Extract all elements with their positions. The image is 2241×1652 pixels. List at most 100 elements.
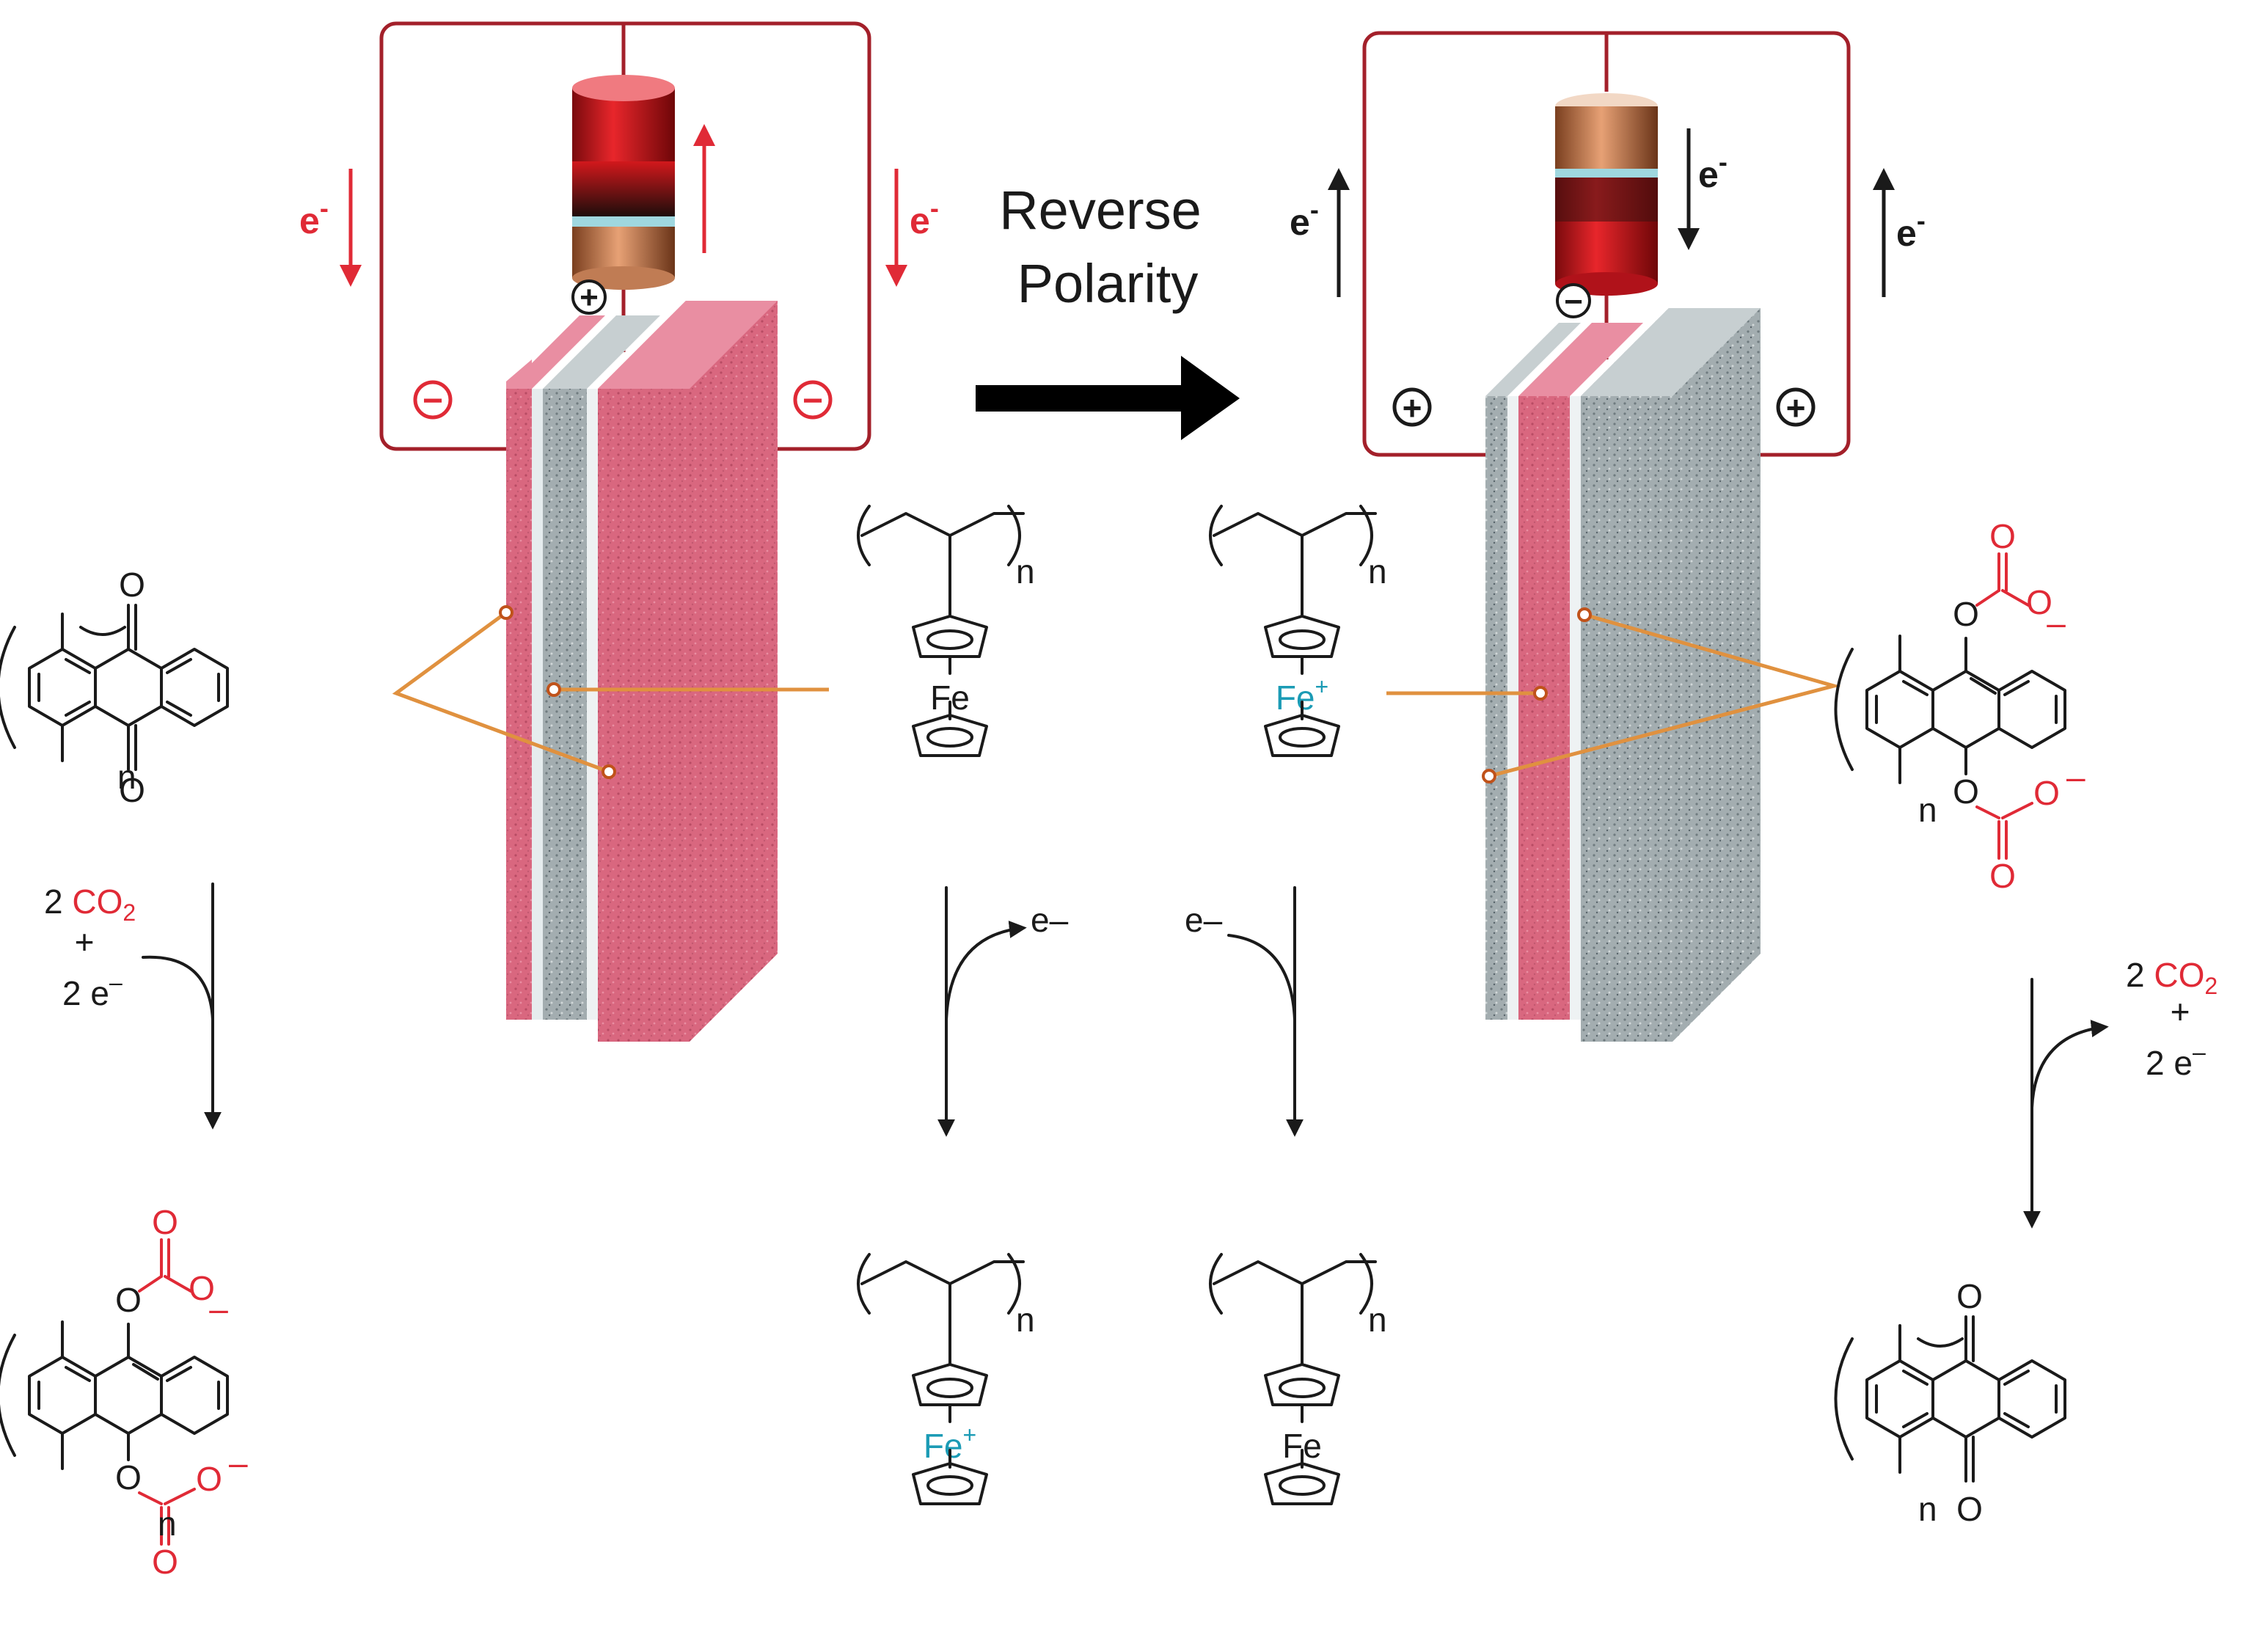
reverse-arrow-head (1181, 356, 1240, 440)
left-co2-sub: 2 (123, 899, 136, 926)
left-plus: + (75, 923, 95, 961)
right-co2-sub: 2 (2204, 973, 2218, 999)
svg-text:e-: e- (1896, 205, 1926, 254)
left-co2: CO (72, 882, 123, 921)
ferrocenium-bottom-left: Fe+ n (857, 1253, 1035, 1505)
right-electron-label-1: e (1290, 202, 1310, 243)
aq-br-n: n (1918, 1490, 1937, 1528)
left-circuit-symbols: − − e- e- (299, 124, 939, 420)
right-plus-sign-1: + (1403, 389, 1422, 427)
right-electron-label-2: e (1896, 213, 1917, 254)
fc-bl-n: n (1016, 1301, 1035, 1339)
left-electron-label-2: e (910, 200, 930, 241)
fc-tl-n: n (1016, 552, 1035, 591)
adduct-tr-n: n (1918, 791, 1937, 829)
svg-text:2 e–: 2 e– (2146, 1039, 2206, 1082)
ferrocene-top-left: Fe n (857, 505, 1035, 757)
right-electrode-stack (1485, 308, 1761, 1042)
left-e: e (90, 974, 109, 1012)
left-electron-sup-2: - (930, 193, 939, 223)
adduct-bl-o3-charge: – (209, 1290, 228, 1328)
fc-bl-fe: Fe (924, 1427, 963, 1465)
left-connectors (392, 605, 829, 779)
left-reduction-step: 2 CO2 + 2 e– (44, 882, 222, 1130)
anthraquinone-bottom-right: O O n (1834, 1277, 2066, 1528)
adduct-tr-o5: O (2033, 774, 2060, 812)
middle-right-step: e– (1185, 886, 1304, 1137)
right-co2: CO (2154, 956, 2204, 994)
reverse-arrow-shaft (976, 385, 1196, 412)
adduct-tr-o6: O (1989, 857, 2016, 895)
left-minus-sign-1: − (423, 381, 443, 420)
adduct-tr-o5-charge: – (2066, 758, 2085, 796)
fc-bl-fe-charge: + (963, 1422, 977, 1448)
left-electrode-stack (506, 301, 778, 1042)
adduct-tr-o1: O (1953, 595, 1979, 633)
right-plus: + (2171, 993, 2190, 1031)
right-electron-sup-1: - (1310, 194, 1319, 224)
title-line-1: Reverse (999, 180, 1202, 241)
reverse-polarity-title: Reverse Polarity (976, 180, 1240, 440)
adduct-tr-o3: O (2026, 583, 2052, 621)
left-electron-sup-1: - (320, 193, 329, 223)
aq-tl-n: n (117, 758, 136, 796)
anthraquinone-top-left: O O n (0, 566, 229, 809)
ferrocenium-top-right: Fe+ n (1209, 505, 1387, 757)
right-connectors (1386, 607, 1841, 783)
left-co2-coeff: 2 (44, 882, 63, 921)
right-battery: − (1555, 93, 1658, 320)
left-battery: + (571, 75, 675, 315)
left-e-coeff: 2 (62, 974, 81, 1012)
fc-tr-fe: Fe (1276, 679, 1315, 717)
aq-tl-o-bottom: O (119, 771, 145, 809)
svg-text:2 e–: 2 e– (62, 969, 123, 1012)
fc-tr-n: n (1368, 552, 1387, 591)
adduct-bl-n: n (158, 1505, 177, 1543)
svg-text:e-: e- (910, 193, 939, 241)
adduct-bl-o1: O (115, 1281, 142, 1319)
svg-text:e-: e- (1698, 147, 1728, 195)
adduct-bl-o2: O (152, 1203, 178, 1241)
right-battery-electron-label: e (1698, 154, 1719, 195)
svg-text:2 CO2: 2 CO2 (2126, 956, 2218, 999)
left-minus-sign-2: − (803, 381, 823, 420)
carbonate-adduct-bottom-left: O O O – O O – O n (0, 1203, 248, 1581)
right-e-coeff: 2 (2146, 1044, 2165, 1082)
adduct-bl-o5: O (196, 1460, 222, 1498)
right-e: e (2174, 1044, 2193, 1082)
fc-tr-fe-charge: + (1315, 673, 1329, 700)
adduct-bl-o4: O (115, 1458, 142, 1496)
svg-text:Fe+: Fe+ (924, 1422, 976, 1465)
right-e-sup: – (2193, 1039, 2206, 1065)
right-release-step: 2 CO2 + 2 e– (2023, 956, 2218, 1229)
middle-right-e: e– (1185, 901, 1223, 939)
left-e-sup: – (109, 969, 123, 995)
left-battery-plus-sign: + (580, 279, 599, 315)
adduct-tr-o2: O (1989, 517, 2016, 555)
aq-tl-o-top: O (119, 566, 145, 604)
right-plus-sign-2: + (1786, 389, 1806, 427)
middle-left-e: e– (1031, 901, 1069, 939)
adduct-bl-o3: O (189, 1269, 215, 1307)
adduct-bl-o6: O (152, 1543, 178, 1581)
ferrocene-bottom-right: Fe n (1209, 1253, 1387, 1505)
svg-text:Fe+: Fe+ (1276, 673, 1328, 717)
adduct-tr-o3-charge: – (2047, 604, 2066, 642)
adduct-tr-o4: O (1953, 772, 1979, 811)
svg-text:2 CO2: 2 CO2 (44, 882, 136, 926)
aq-br-o-top: O (1956, 1277, 1983, 1315)
right-circuit-symbols: + + e- e- e- (1290, 128, 1926, 427)
right-battery-minus-sign: − (1564, 284, 1583, 320)
left-electron-label-1: e (299, 200, 320, 241)
fc-br-n: n (1368, 1301, 1387, 1339)
carbonate-adduct-top-right: O O O – O O – O n (1834, 517, 2085, 895)
middle-left-step: e– (937, 886, 1069, 1137)
right-co2-coeff: 2 (2126, 956, 2145, 994)
aq-br-o-bottom: O (1956, 1490, 1983, 1528)
svg-text:e-: e- (1290, 194, 1319, 243)
right-battery-electron-sup: - (1719, 147, 1728, 177)
right-electron-sup-2: - (1917, 205, 1926, 235)
adduct-bl-o5-charge: – (229, 1444, 248, 1482)
title-line-2: Polarity (1017, 253, 1199, 314)
